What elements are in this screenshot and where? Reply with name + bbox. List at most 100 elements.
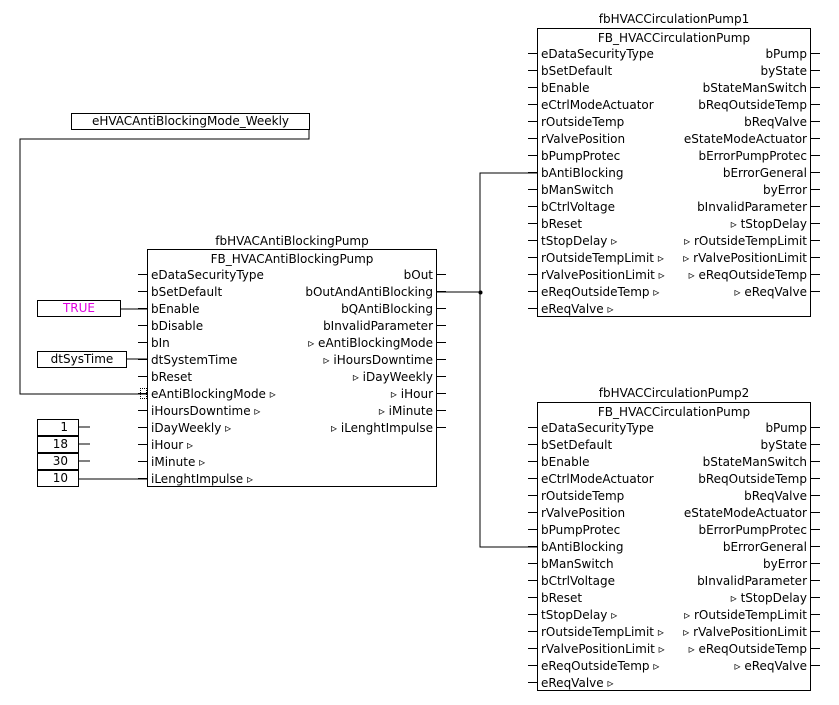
antiblocking-input-pin[interactable]: bEnable (151, 302, 200, 316)
pump2-output-pin[interactable]: bErrorPumpProtec (698, 523, 807, 537)
pump2-output-pin[interactable]: byState (760, 438, 807, 452)
pump1-input-pin[interactable]: bAntiBlocking (541, 166, 624, 180)
pump1-output-pin[interactable]: bErrorGeneral (722, 166, 807, 180)
pump2-output-pin[interactable]: bReqOutsideTemp (698, 472, 807, 486)
pump2-output-pin[interactable]: bStateManSwitch (702, 455, 807, 469)
pump2-input-pin[interactable]: rOutsideTempLimit ▹ (541, 625, 664, 639)
antiblocking-type-name: FB_HVACAntiBlockingPump (210, 252, 374, 266)
antiblocking-output-pin[interactable]: bInvalidParameter (323, 319, 433, 333)
antiblocking-output-pin[interactable]: ▹ iDayWeekly (352, 370, 433, 384)
pump1-input-pin[interactable]: eCtrlModeActuator (541, 98, 654, 112)
const-hours-downtime: 1 (37, 419, 79, 436)
const-true: TRUE (37, 300, 121, 317)
pump2-output-pin[interactable]: ▹ rOutsideTempLimit (684, 608, 807, 622)
pump2-input-pin[interactable]: eCtrlModeActuator (541, 472, 654, 486)
const-mode-weekly: eHVACAntiBlockingMode_Weekly (71, 113, 310, 130)
pump1-output-pin[interactable]: ▹ eReqOutsideTemp (688, 268, 807, 282)
antiblocking-input-pin[interactable]: iDayWeekly ▹ (151, 421, 232, 435)
antiblocking-input-pin[interactable]: bDisable (151, 319, 204, 333)
pump2-input-pin[interactable]: eReqOutsideTemp ▹ (541, 659, 660, 673)
pump2-input-pin[interactable]: eDataSecurityType (541, 421, 654, 435)
pump2-type-name: FB_HVACCirculationPump (597, 405, 751, 419)
antiblocking-output-pin[interactable]: ▹ iMinute (378, 404, 433, 418)
pump2-input-pin[interactable]: bReset (541, 591, 583, 605)
pump2-output-pin[interactable]: ▹ eReqValve (734, 659, 807, 673)
antiblocking-input-pin[interactable]: iMinute ▹ (151, 455, 206, 469)
pump1-input-pin[interactable]: eReqValve ▹ (541, 302, 614, 316)
antiblocking-input-pin[interactable]: eDataSecurityType (151, 268, 264, 282)
antiblocking-input-pin[interactable]: iHour ▹ (151, 438, 194, 452)
pump1-input-pin[interactable]: eDataSecurityType (541, 47, 654, 61)
pump2-output-pin[interactable]: bErrorGeneral (722, 540, 807, 554)
pump1-output-pin[interactable]: ▹ eReqValve (734, 285, 807, 299)
pump1-input-pin[interactable]: bPumpProtec (541, 149, 621, 163)
const-systime: dtSysTime (37, 351, 127, 368)
pump2-input-pin[interactable]: rValvePosition (541, 506, 626, 520)
antiblocking-block[interactable]: FB_HVACAntiBlockingPump eDataSecurityTyp… (147, 249, 437, 487)
pump2-output-pin[interactable]: bPump (765, 421, 807, 435)
pump1-output-pin[interactable]: byState (760, 64, 807, 78)
pump1-input-pin[interactable]: bEnable (541, 81, 590, 95)
antiblocking-output-pin[interactable]: ▹ iLenghtImpulse (331, 421, 433, 435)
antiblocking-output-pin[interactable]: ▹ eAntiBlockingMode (308, 336, 433, 350)
pump1-output-pin[interactable]: bStateManSwitch (702, 81, 807, 95)
antiblocking-input-pin[interactable]: eAntiBlockingMode ▹ (151, 387, 276, 401)
pump2-input-pin[interactable]: bPumpProtec (541, 523, 621, 537)
pump1-input-pin[interactable]: tStopDelay ▹ (541, 234, 618, 248)
antiblocking-input-pin[interactable]: iLenghtImpulse ▹ (151, 472, 253, 486)
pump2-output-pin[interactable]: byError (763, 557, 807, 571)
pump2-input-pin[interactable]: bEnable (541, 455, 590, 469)
const-day-weekly: 18 (37, 436, 79, 453)
pump1-input-pin[interactable]: eReqOutsideTemp ▹ (541, 285, 660, 299)
antiblocking-output-pin[interactable]: bQAntiBlocking (341, 302, 433, 316)
antiblocking-input-pin[interactable]: bSetDefault (151, 285, 223, 299)
pump2-output-pin[interactable]: ▹ rValvePositionLimit (683, 625, 807, 639)
pump2-input-pin[interactable]: rValvePositionLimit ▹ (541, 642, 665, 656)
pump1-output-pin[interactable]: bReqOutsideTemp (698, 98, 807, 112)
pump1-output-pin[interactable]: bInvalidParameter (697, 200, 807, 214)
pump1-input-pin[interactable]: rValvePositionLimit ▹ (541, 268, 665, 282)
antiblocking-output-pin[interactable]: bOut (403, 268, 433, 282)
pump2-output-pin[interactable]: ▹ eReqOutsideTemp (688, 642, 807, 656)
pump2-block[interactable]: FB_HVACCirculationPump eDataSecurityType… (537, 402, 811, 691)
pump2-output-pin[interactable]: bInvalidParameter (697, 574, 807, 588)
pump2-input-pin[interactable]: eReqValve ▹ (541, 676, 614, 690)
wire-mode (19, 121, 310, 395)
pump1-input-pin[interactable]: bSetDefault (541, 64, 613, 78)
pump2-input-pin[interactable]: rOutsideTemp (541, 489, 625, 503)
antiblocking-input-pin[interactable]: bReset (151, 370, 193, 384)
pump2-input-pin[interactable]: bSetDefault (541, 438, 613, 452)
pump2-output-pin[interactable]: ▹ tStopDelay (730, 591, 807, 605)
antiblocking-input-pin[interactable]: bIn (151, 336, 170, 350)
pump1-output-pin[interactable]: byError (763, 183, 807, 197)
pump1-output-pin[interactable]: bPump (765, 47, 807, 61)
pump1-output-pin[interactable]: eStateModeActuator (683, 132, 807, 146)
antiblocking-output-pin[interactable]: bOutAndAntiBlocking (305, 285, 433, 299)
wire-junction (478, 290, 483, 295)
antiblocking-output-pin[interactable]: ▹ iHoursDowntime (323, 353, 433, 367)
antiblocking-instance-name: fbHVACAntiBlockingPump (215, 234, 369, 248)
pump2-instance-name: fbHVACCirculationPump2 (598, 386, 750, 400)
pump2-output-pin[interactable]: eStateModeActuator (683, 506, 807, 520)
pump1-output-pin[interactable]: bReqValve (744, 115, 807, 129)
pump1-output-pin[interactable]: ▹ tStopDelay (730, 217, 807, 231)
pump2-input-pin[interactable]: bCtrlVoltage (541, 574, 615, 588)
antiblocking-output-pin[interactable]: ▹ iHour (390, 387, 433, 401)
pump1-input-pin[interactable]: bManSwitch (541, 183, 614, 197)
antiblocking-input-pin[interactable]: dtSystemTime (151, 353, 238, 367)
pump1-output-pin[interactable]: bErrorPumpProtec (698, 149, 807, 163)
pump2-input-pin[interactable]: bAntiBlocking (541, 540, 624, 554)
pump2-output-pin[interactable]: bReqValve (744, 489, 807, 503)
pump1-input-pin[interactable]: bReset (541, 217, 583, 231)
pump1-output-pin[interactable]: ▹ rValvePositionLimit (683, 251, 807, 265)
pump2-input-pin[interactable]: bManSwitch (541, 557, 614, 571)
pump1-input-pin[interactable]: rOutsideTemp (541, 115, 625, 129)
pump1-block[interactable]: FB_HVACCirculationPump eDataSecurityType… (537, 28, 811, 317)
antiblocking-input-pin[interactable]: iHoursDowntime ▹ (151, 404, 261, 418)
pump2-input-pin[interactable]: tStopDelay ▹ (541, 608, 618, 622)
pump1-input-pin[interactable]: bCtrlVoltage (541, 200, 615, 214)
pump1-input-pin[interactable]: rValvePosition (541, 132, 626, 146)
pump1-input-pin[interactable]: rOutsideTempLimit ▹ (541, 251, 664, 265)
pump1-output-pin[interactable]: ▹ rOutsideTempLimit (684, 234, 807, 248)
